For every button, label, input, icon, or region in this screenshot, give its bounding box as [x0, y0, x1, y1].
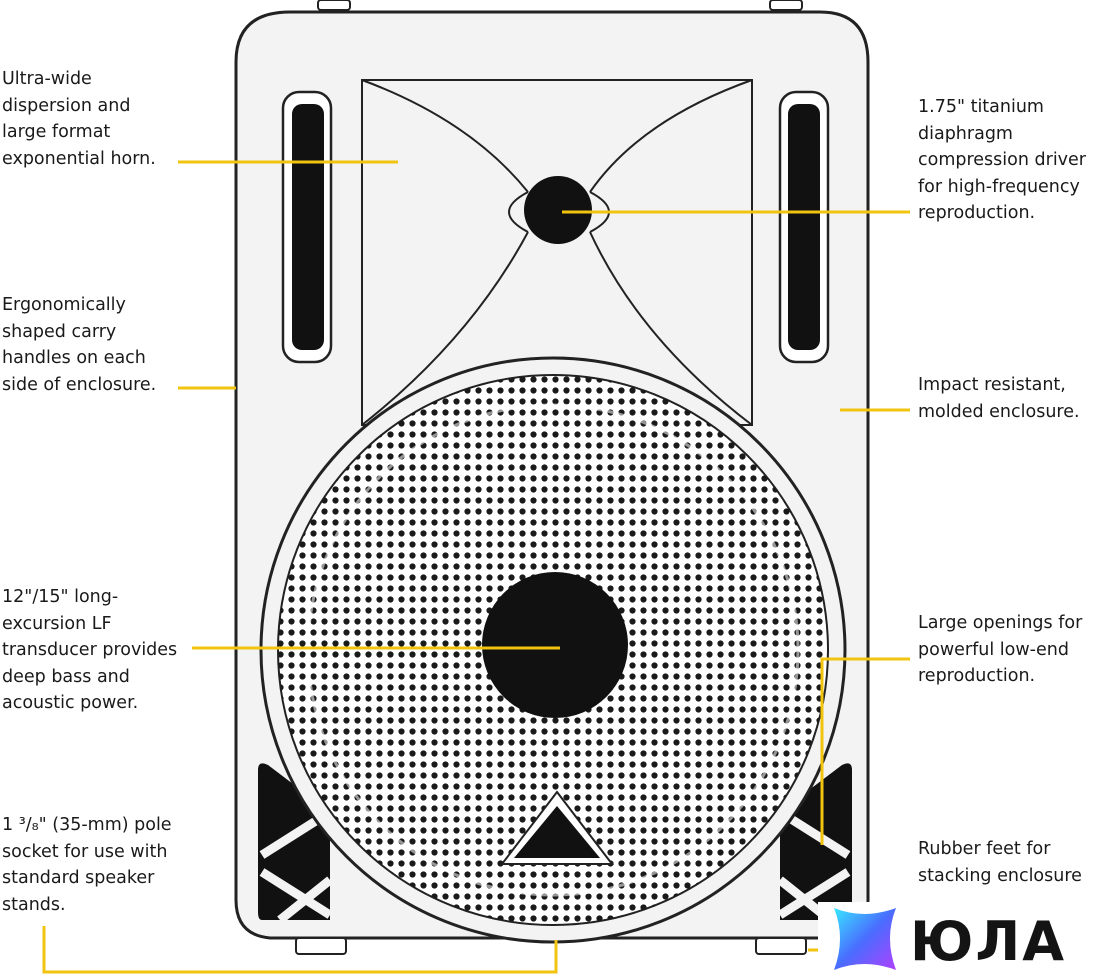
label-carry-handles: Ergonomically shaped carry handles on ea…	[2, 295, 157, 395]
rubber-foot-right	[755, 937, 807, 955]
leader-lines	[42, 160, 910, 974]
rubber-foot-left	[295, 937, 347, 955]
brand-logo-triangle	[499, 790, 615, 865]
label-pole-socket: 1 ³/₈" (35-mm) pole socket for use with …	[2, 815, 172, 915]
label-lf-transducer: 12"/15" long- excursion LF transducer pr…	[2, 587, 178, 713]
grille-inner-circle	[306, 403, 800, 897]
top-nub-left	[317, 0, 351, 11]
top-nub-right	[769, 0, 803, 11]
watermark-logo-icon	[834, 908, 896, 970]
watermark-text: ЮЛА	[910, 910, 1067, 973]
label-compression-driver: 1.75" titanium diaphragm compression dri…	[918, 97, 1087, 223]
carry-handle-right	[778, 90, 830, 364]
label-large-openings: Large openings for powerful low-end repr…	[918, 613, 1083, 686]
label-horn: Ultra-wide dispersion and large format e…	[2, 69, 156, 169]
label-enclosure: Impact resistant, molded enclosure.	[918, 375, 1080, 422]
leader-line-socket	[42, 926, 558, 974]
watermark-badge	[818, 902, 1100, 976]
lf-transducer-cap	[482, 572, 628, 718]
horn	[361, 79, 753, 426]
leader-line-openings	[820, 657, 910, 845]
label-rubber-feet: Rubber feet for stacking enclosure	[918, 839, 1082, 886]
compression-driver	[524, 176, 592, 244]
carry-handle-left	[281, 90, 333, 364]
